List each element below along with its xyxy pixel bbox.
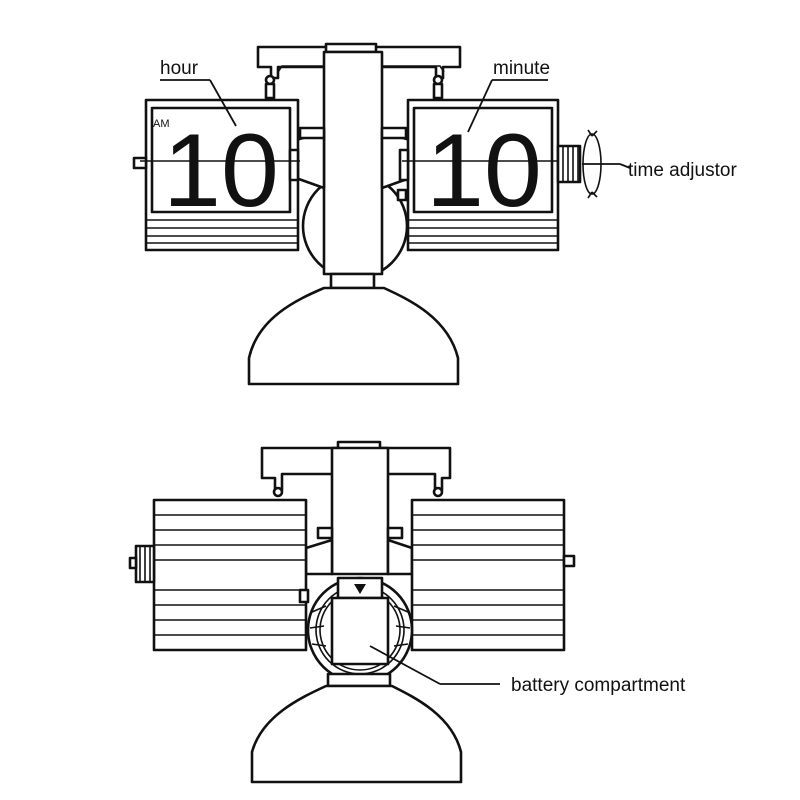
- front-label-leaders: [160, 79, 631, 169]
- hour-flip-box: AM 10: [132, 98, 300, 252]
- battery-compartment-label: battery compartment: [511, 675, 686, 696]
- ampm-indicator: AM: [153, 118, 170, 130]
- hour-label: hour: [160, 58, 199, 79]
- back-pedestal-base: [250, 672, 463, 784]
- minute-digits: 10: [426, 113, 542, 229]
- back-view: battery compartment: [128, 440, 686, 784]
- front-central-pillar: [322, 50, 384, 276]
- battery-leader: [369, 645, 500, 685]
- hour-digits: 10: [163, 113, 279, 229]
- time-adjustor-knob: [556, 129, 602, 199]
- front-view: AM 10 10: [132, 42, 737, 386]
- time-adjustor-label: time adjustor: [628, 160, 737, 181]
- back-left-drum: [128, 498, 310, 652]
- open-arrow-icon: [354, 584, 366, 594]
- front-pedestal-base: [247, 272, 460, 386]
- minute-label: minute: [493, 58, 550, 79]
- minute-flip-box: 10: [396, 98, 560, 252]
- battery-compartment: [306, 576, 414, 684]
- back-right-drum: [410, 498, 576, 652]
- back-central-pillar: [330, 446, 390, 576]
